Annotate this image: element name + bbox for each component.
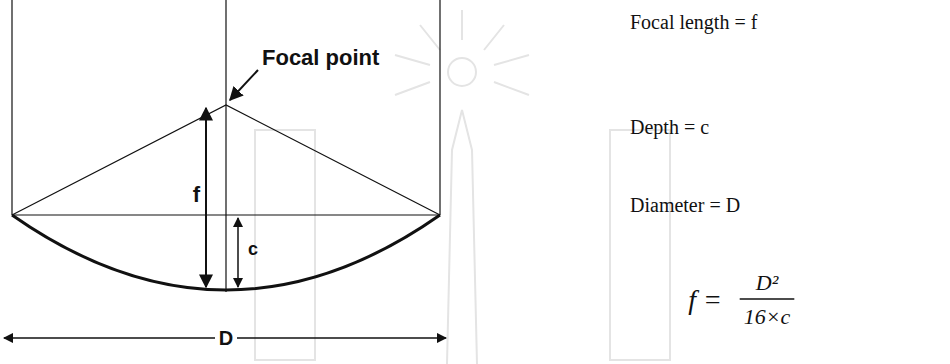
- fraction-bar: [740, 298, 795, 300]
- dimension-label: c: [248, 240, 258, 260]
- formula-text: f =: [688, 285, 722, 316]
- note-text: Diameter = D: [630, 194, 740, 216]
- dimension-label: f: [193, 183, 200, 207]
- dimension-label: D: [215, 327, 237, 349]
- note-text: Depth = c: [630, 116, 709, 138]
- watermark-emblem: [255, 10, 670, 364]
- formula-text: D²: [756, 271, 778, 295]
- callout-label: Focal point: [262, 46, 379, 70]
- formula-text: 16×c: [744, 305, 791, 329]
- note-text: Focal length = f: [630, 11, 757, 33]
- dish-lines: [4, 0, 446, 338]
